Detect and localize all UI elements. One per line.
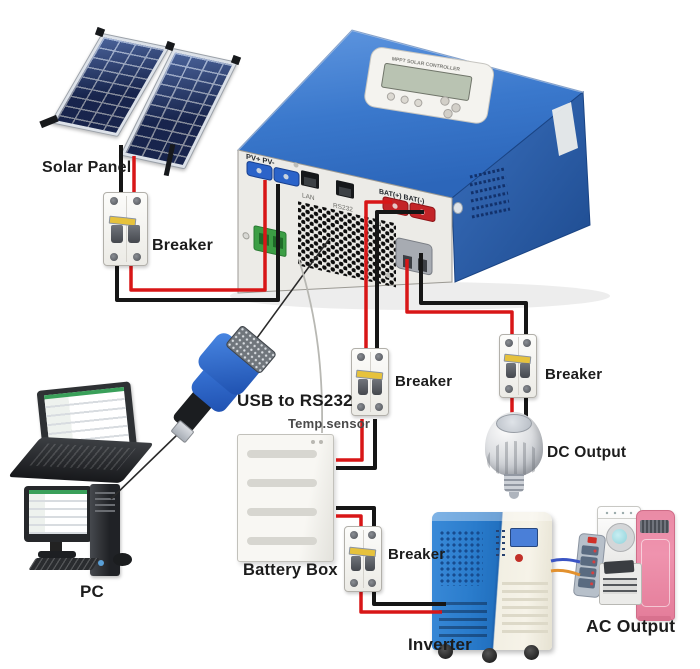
inverter	[430, 502, 556, 663]
battery-box-label: Battery Box	[243, 561, 338, 579]
temp-sensor-terminal	[253, 225, 287, 257]
solar-panel-label: Solar Panel	[42, 159, 132, 176]
washer-door	[606, 523, 635, 552]
controller-side-vents	[469, 167, 511, 219]
battery-breaker	[351, 348, 389, 416]
vent-holes	[298, 201, 396, 288]
printer	[599, 559, 642, 605]
inverter-label: Inverter	[408, 635, 472, 654]
usb-rs232-adapter	[170, 324, 290, 444]
pv-terminals-label: PV+ PV-	[246, 152, 275, 167]
dc-breaker-label: Breaker	[545, 366, 603, 383]
load-connector	[395, 237, 433, 276]
panel-foot	[39, 114, 59, 129]
temp-sensor-label: Temp.sensor	[288, 416, 371, 431]
battery-breaker-label: Breaker	[395, 373, 453, 390]
mouse	[113, 553, 132, 566]
controller-right-face	[451, 90, 591, 283]
desktop-keyboard	[28, 558, 100, 570]
lan-label: LAN	[302, 192, 315, 202]
controller-top-face	[237, 29, 585, 199]
pv-breaker	[103, 192, 148, 266]
bat-terminals-label: BAT(+) BAT(-)	[379, 188, 424, 206]
pv-breaker-label: Breaker	[152, 237, 214, 254]
inverter-lcd	[510, 528, 538, 547]
desktop-monitor	[24, 486, 92, 542]
bat-plus-terminal	[382, 196, 409, 216]
lan-port	[301, 170, 319, 189]
bat-minus-terminal	[409, 202, 436, 222]
laptop-keyboard	[7, 436, 155, 484]
rs232-port	[336, 180, 354, 199]
pc-label: PC	[80, 582, 105, 601]
dc-breaker	[499, 334, 537, 398]
side-sticker	[552, 102, 578, 156]
inverter-power-button	[515, 554, 523, 562]
pv-plus-terminal	[246, 161, 273, 181]
rs232-label: RS232	[333, 202, 353, 213]
ac-output-label: AC Output	[586, 616, 676, 636]
battery-box	[237, 434, 334, 562]
controller-front-panel	[237, 149, 453, 294]
usb-rs232-label: USB to RS232	[237, 391, 353, 410]
side-screw	[453, 202, 463, 214]
inverter-breaker	[344, 526, 382, 592]
inverter-breaker-label: Breaker	[388, 546, 446, 563]
air-conditioner	[636, 510, 675, 621]
controller-lcd	[381, 62, 473, 101]
monitor-screen	[29, 490, 87, 534]
controller-display-panel: MPPT SOLAR CONTROLLER	[364, 47, 495, 124]
dc-output-lamp	[483, 410, 547, 506]
pv-minus-terminal	[273, 167, 300, 187]
dc-output-label: DC Output	[547, 444, 627, 461]
controller-title: MPPT SOLAR CONTROLLER	[391, 56, 460, 73]
